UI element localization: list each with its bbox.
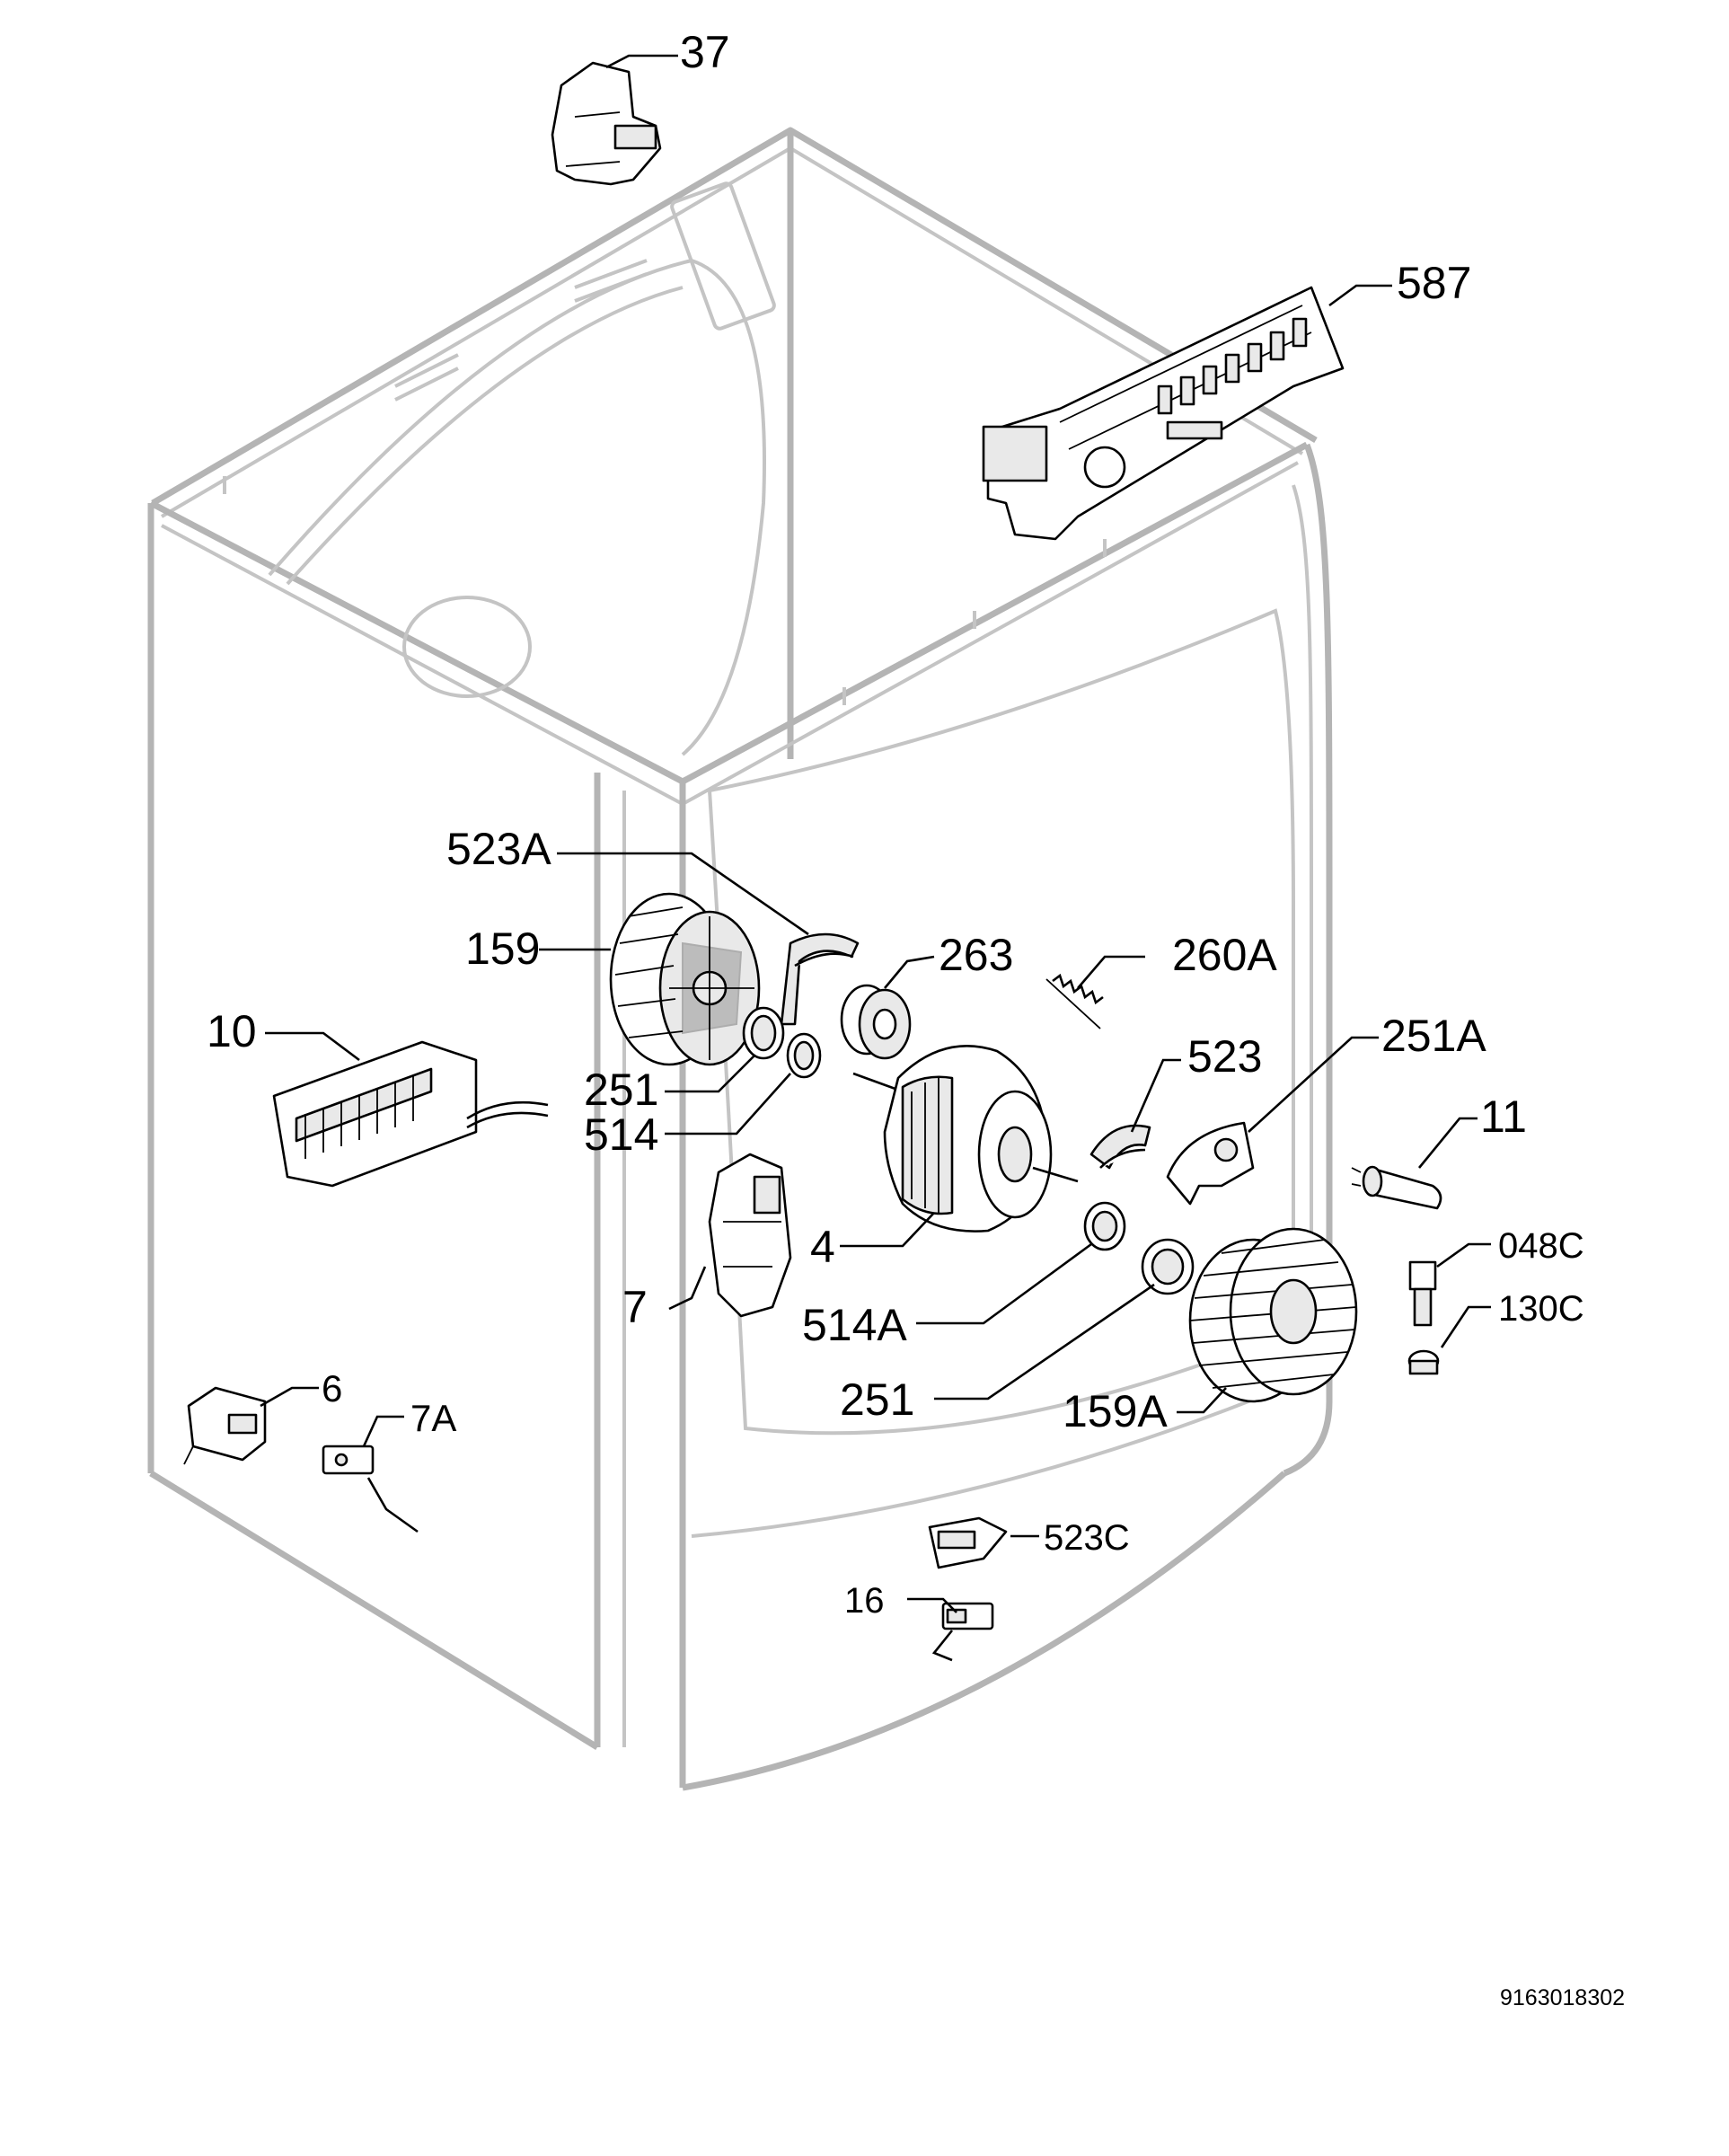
callout-16: 16 [844,1581,885,1621]
capacitor [1351,1165,1442,1210]
callout-159: 159 [465,923,540,974]
callout-514: 514 [584,1109,658,1160]
callout-263: 263 [939,930,1013,980]
callout-260A: 260A [1172,930,1277,980]
tension-spring [1045,973,1104,1029]
bushing [786,1032,822,1079]
door-interlock [708,1153,792,1318]
microswitch [322,1445,419,1533]
suppressor [183,1386,267,1465]
document-number: 9163018302 [1500,1985,1625,2010]
motor-windings [911,1078,939,1213]
heater-coils [304,1076,414,1159]
callout-7: 7 [622,1282,648,1332]
fan-housing-cover [1166,1121,1255,1206]
callout-7A: 7A [410,1397,456,1439]
micro-switch-bottom [931,1602,994,1662]
callout-159A: 159A [1063,1386,1168,1436]
callout-523C: 523C [1044,1518,1130,1558]
motor-bracket [1089,1124,1151,1170]
sensor-nut [1407,1349,1440,1375]
board-components [1083,317,1308,489]
callout-6: 6 [322,1367,342,1409]
sensor-clip [928,1516,1008,1569]
callout-251A: 251A [1381,1011,1486,1061]
fan-wheel-ribs [614,906,684,1038]
electronic-control-board [982,286,1345,541]
sensor-bracket-upper [780,932,860,1026]
callout-11: 11 [1480,1091,1527,1142]
callout-labels: 37 587 523A 159 263 260A 10 251 514 523 … [207,27,1584,1621]
callout-251-rear: 251 [840,1374,914,1425]
callout-37: 37 [680,27,730,77]
bearing-ring-rear [1141,1238,1195,1295]
callout-048C: 048C [1498,1226,1584,1266]
door-lock-switch [551,61,662,186]
callout-251: 251 [584,1065,658,1115]
blower-wheel [1188,1227,1358,1403]
callout-587: 587 [1397,258,1471,308]
callout-4: 4 [810,1222,835,1272]
drive-motor [852,1045,1079,1233]
bearing-ring [742,1006,785,1060]
leader-lines [260,54,1491,1613]
callout-10: 10 [207,1006,257,1056]
bushing-rear [1083,1201,1126,1251]
callout-130C: 130C [1498,1289,1584,1329]
callout-514A: 514A [802,1300,907,1350]
drum-fan-wheel [609,892,761,1066]
callout-523A: 523A [446,824,551,874]
callout-523: 523 [1187,1031,1262,1082]
sensor-probe [1408,1260,1437,1327]
heater-element-assembly [272,1040,549,1188]
motor-pulley [840,984,912,1060]
